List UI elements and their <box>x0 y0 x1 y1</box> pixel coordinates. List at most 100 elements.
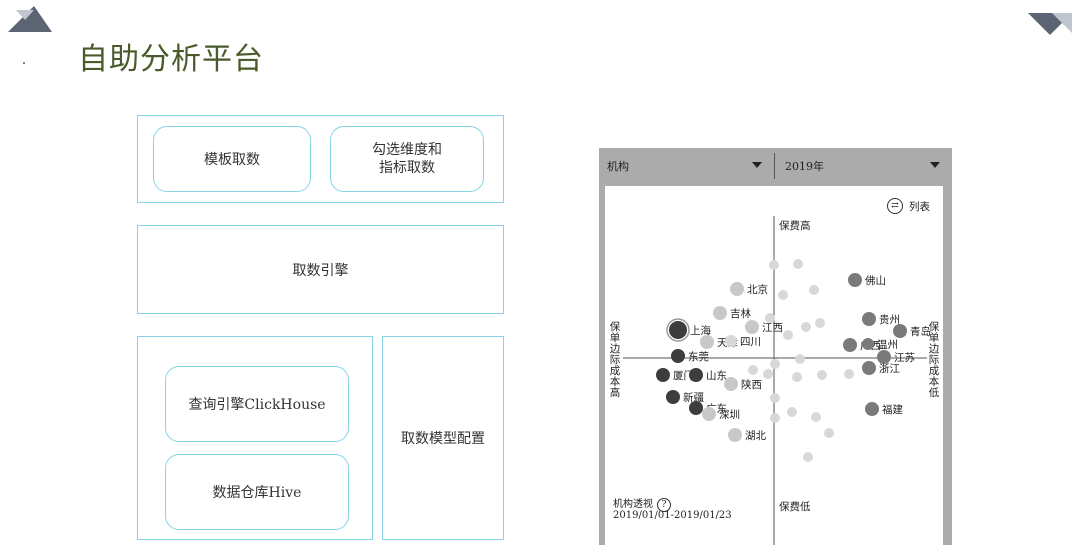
divider <box>774 153 775 179</box>
data-point <box>689 401 703 415</box>
data-point <box>801 322 811 332</box>
data-point <box>778 290 788 300</box>
decorative-dot <box>23 62 25 64</box>
data-point <box>824 428 834 438</box>
data-point <box>862 361 876 375</box>
data-point-label: 深圳 <box>719 409 740 421</box>
data-point-label: 江苏 <box>894 351 915 364</box>
dimension-fetch-label-line1: 勾选维度和 <box>372 142 442 158</box>
data-point <box>702 407 716 421</box>
year-dropdown[interactable]: 2019年 <box>785 160 824 173</box>
data-point-highlight-ring <box>666 318 690 342</box>
data-point <box>700 335 714 349</box>
list-toggle-label: 列表 <box>909 200 930 213</box>
template-fetch-box: 模板取数 <box>153 126 311 192</box>
data-point-label: 佛山 <box>865 274 886 287</box>
data-point <box>728 428 742 442</box>
data-point <box>770 413 780 423</box>
footer-date-range: 2019/01/01-2019/01/23 <box>613 510 732 521</box>
data-point-label: 东莞 <box>688 350 709 363</box>
page-title: 自助分析平台 <box>78 42 264 77</box>
data-point <box>795 354 805 364</box>
data-point <box>671 349 685 363</box>
right-axis-label: 保单边际成本低 <box>928 321 940 399</box>
data-point <box>783 330 793 340</box>
query-engine-label: 查询引擎ClickHouse <box>188 397 326 413</box>
data-point <box>724 377 738 391</box>
dimension-fetch-label-line2: 指标取数 <box>379 160 435 176</box>
help-icon[interactable]: ? <box>657 497 671 512</box>
org-dropdown[interactable]: 机构 <box>607 160 629 173</box>
top-axis-label: 保费高 <box>779 220 811 232</box>
data-point <box>763 369 773 379</box>
data-point-label: 上海 <box>690 324 711 337</box>
data-point <box>730 282 744 296</box>
org-dropdown-chevron-down-icon[interactable] <box>752 162 762 168</box>
data-point <box>787 407 797 417</box>
filter-bar: 机构 2019年 <box>599 148 952 184</box>
data-point <box>809 285 819 295</box>
swap-icon: ⇄ <box>887 198 903 214</box>
model-config-box <box>382 336 504 540</box>
data-point <box>803 452 813 462</box>
data-point <box>792 372 802 382</box>
model-config-label: 取数模型配置 <box>401 431 485 447</box>
data-point <box>877 350 891 364</box>
data-point <box>893 324 907 338</box>
query-engine-box: 查询引擎ClickHouse <box>165 366 349 442</box>
corner-triangle-decoration <box>8 6 52 32</box>
data-point <box>811 412 821 422</box>
scatter-plot: 佛山北京吉林贵州青岛上海江西天津四川广西温州东莞江苏浙江厦门山东陕西新疆广东深圳… <box>623 216 931 545</box>
data-point <box>843 338 857 352</box>
data-point <box>815 318 825 328</box>
template-layer-frame <box>137 115 504 203</box>
data-point <box>713 306 727 320</box>
data-point <box>844 369 854 379</box>
data-warehouse-label: 数据仓库Hive <box>212 485 302 501</box>
data-point-label: 吉林 <box>730 307 751 320</box>
template-fetch-label: 模板取数 <box>204 152 260 168</box>
year-dropdown-chevron-down-icon[interactable] <box>930 162 940 168</box>
corner-triangle-decoration <box>1028 13 1072 35</box>
data-point <box>862 312 876 326</box>
data-point-label: 四川 <box>740 336 761 348</box>
data-point-label: 青岛 <box>910 325 931 338</box>
storage-layer-frame <box>137 336 373 540</box>
data-point <box>769 260 779 270</box>
fetch-engine-box <box>137 225 504 314</box>
data-point <box>656 368 670 382</box>
data-point <box>765 313 775 323</box>
data-point-label: 湖北 <box>745 430 766 442</box>
data-point <box>793 259 803 269</box>
data-point <box>666 390 680 404</box>
data-point <box>669 321 687 339</box>
data-point <box>745 320 759 334</box>
data-point <box>817 370 827 380</box>
data-point-label: 浙江 <box>879 363 900 375</box>
data-point-label: 温州 <box>877 339 898 351</box>
data-point <box>748 365 758 375</box>
list-toggle-button[interactable]: ⇄ 列表 <box>887 198 930 214</box>
data-point-label: 新疆 <box>683 391 704 404</box>
data-point <box>689 368 703 382</box>
data-point-label: 陕西 <box>741 378 762 391</box>
data-point-label: 贵州 <box>879 313 900 326</box>
data-point <box>865 402 879 416</box>
data-point-label: 北京 <box>747 283 768 296</box>
data-point <box>725 335 737 347</box>
quadrant-chart: ⇄ 列表 佛山北京吉林贵州青岛上海江西天津四川广西温州东莞江苏浙江厦门山东陕西新… <box>605 186 943 545</box>
fetch-engine-label: 取数引擎 <box>292 262 349 279</box>
data-point <box>770 359 780 369</box>
data-point-label: 福建 <box>882 403 903 416</box>
data-point-label: 厦门 <box>673 369 694 382</box>
data-point <box>862 338 874 350</box>
data-point-label: 山东 <box>706 369 727 382</box>
data-point <box>770 393 780 403</box>
left-axis-label: 保单边际成本高 <box>609 321 621 399</box>
dimension-fetch-box: 勾选维度和 指标取数 <box>330 126 484 192</box>
bottom-axis-label: 保费低 <box>779 501 811 513</box>
footer-title-text: 机构透视 <box>613 499 653 510</box>
data-point <box>848 273 862 287</box>
footer-title: 机构透视? <box>613 495 671 512</box>
data-point-label: 江西 <box>762 322 783 334</box>
